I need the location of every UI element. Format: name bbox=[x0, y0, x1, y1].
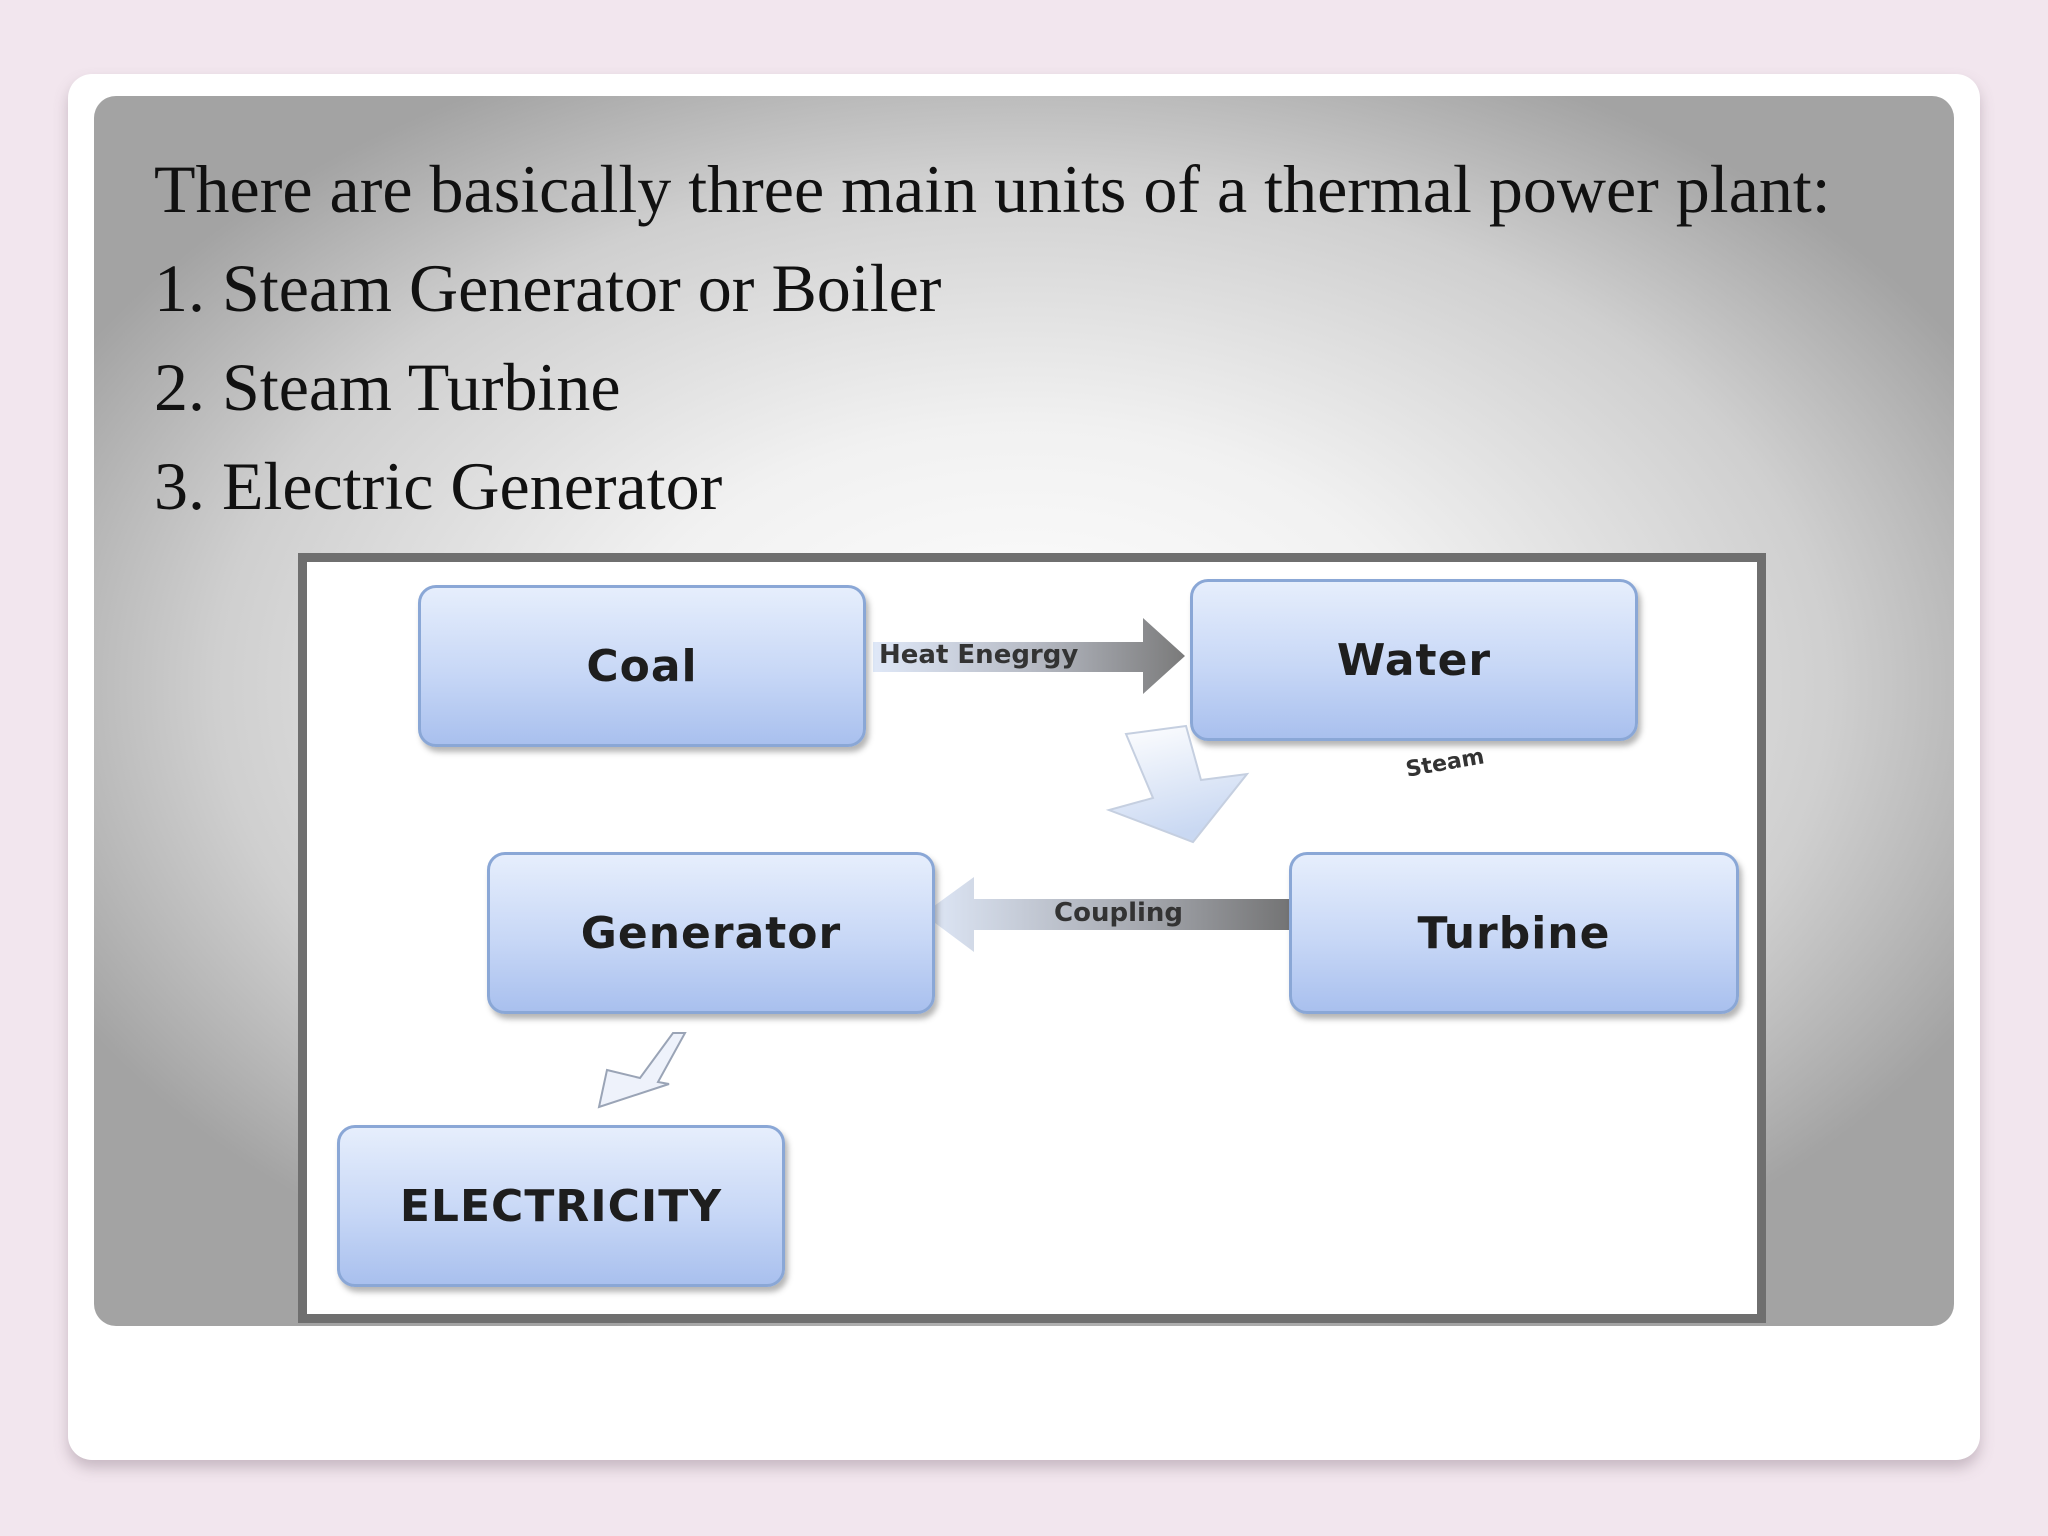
label-coupling: Coupling bbox=[1054, 898, 1184, 928]
arrow-heat-energy bbox=[873, 618, 1185, 694]
diagram-arrows bbox=[597, 618, 1306, 1109]
arrow-coupling bbox=[923, 877, 1306, 952]
list-item-boiler: 1. Steam Generator or Boiler bbox=[154, 250, 942, 326]
list-item-turbine: 2. Steam Turbine bbox=[154, 349, 621, 425]
arrow-electricity bbox=[597, 1032, 687, 1109]
node-turbine: Turbine bbox=[1289, 852, 1739, 1014]
slide-text: There are basically three main units of … bbox=[154, 140, 1831, 536]
node-generator: Generator bbox=[487, 852, 935, 1014]
arrow-steam bbox=[1105, 724, 1250, 844]
label-heat-energy: Heat Enegrgy bbox=[879, 640, 1079, 670]
node-water: Water bbox=[1190, 579, 1638, 741]
intro-text: There are basically three main units of … bbox=[154, 151, 1831, 227]
list-item-generator: 3. Electric Generator bbox=[154, 448, 723, 524]
flow-diagram: Coal Water Generator Turbine ELECTRICITY… bbox=[298, 553, 1766, 1323]
node-coal: Coal bbox=[418, 585, 866, 747]
node-electricity: ELECTRICITY bbox=[337, 1125, 785, 1287]
